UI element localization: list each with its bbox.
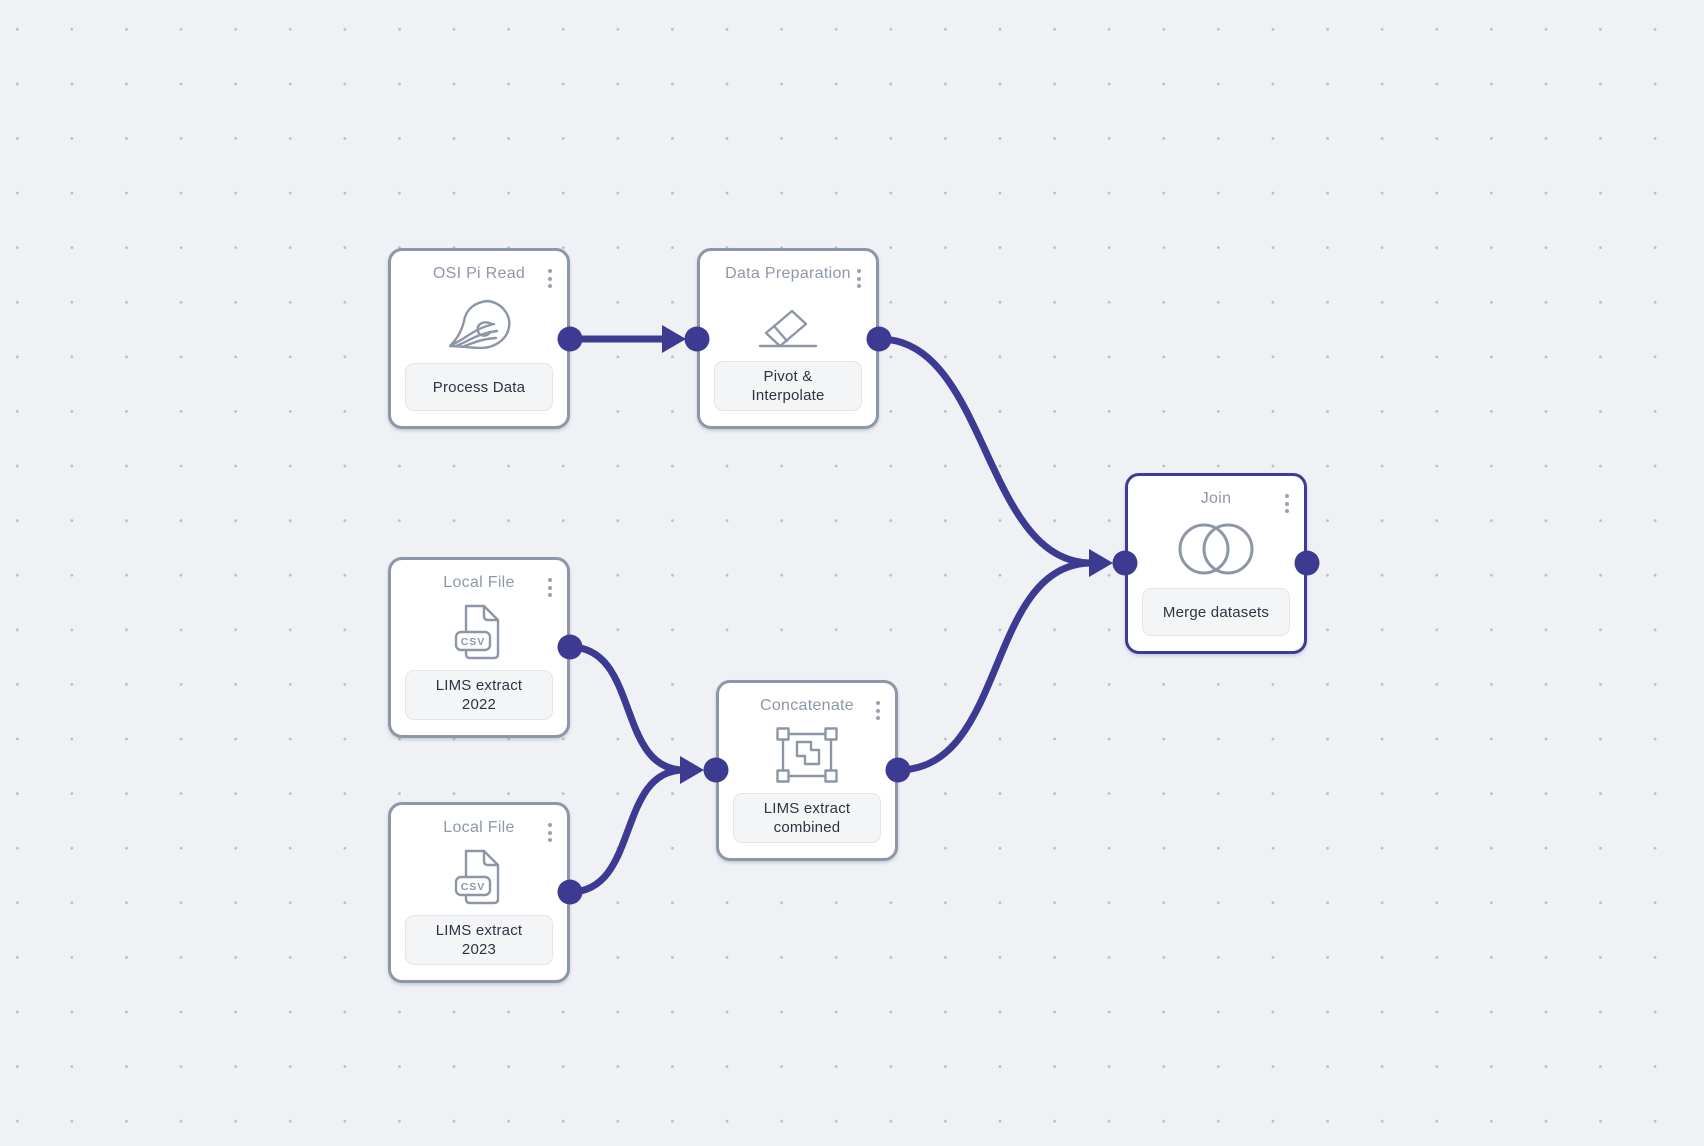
edge-pivot-interpolate-to-merge-datasets[interactable] xyxy=(878,335,1093,567)
edge-concatenate-to-merge-datasets[interactable] xyxy=(897,549,1113,774)
venn-join-icon xyxy=(1128,509,1304,588)
eraser-icon xyxy=(700,284,876,361)
edge-lims-2022-to-concatenate[interactable] xyxy=(569,643,685,774)
csv-file-icon: CSV xyxy=(391,593,567,670)
node-title: Local File xyxy=(443,574,515,591)
node-label: LIMS extract 2023 xyxy=(405,915,553,965)
node-title: Data Preparation xyxy=(725,265,851,282)
node-title: Local File xyxy=(443,819,515,836)
kebab-menu-icon[interactable] xyxy=(546,267,554,290)
node-join[interactable]: Join Merge datasets xyxy=(1125,473,1307,654)
kebab-menu-icon[interactable] xyxy=(546,821,554,844)
kebab-menu-icon[interactable] xyxy=(546,576,554,599)
node-label: Pivot & Interpolate xyxy=(714,361,862,411)
node-label: Process Data xyxy=(405,363,553,411)
node-title: OSI Pi Read xyxy=(432,265,526,282)
node-title: Join xyxy=(1200,490,1232,507)
node-osi-pi-read[interactable]: OSI Pi Read Process Data xyxy=(388,248,570,429)
kebab-menu-icon[interactable] xyxy=(855,267,863,290)
node-local-file-2022[interactable]: Local File CSV LIMS extract 2022 xyxy=(388,557,570,738)
arrowhead-icon xyxy=(662,325,686,353)
node-label: LIMS extract 2022 xyxy=(405,670,553,720)
kebab-menu-icon[interactable] xyxy=(874,699,882,722)
edge-process-data-to-pivot-interpolate[interactable] xyxy=(570,325,686,353)
kebab-menu-icon[interactable] xyxy=(1283,492,1291,515)
arrowhead-icon xyxy=(680,756,704,784)
concatenate-selection-icon xyxy=(719,716,895,793)
node-label: Merge datasets xyxy=(1142,588,1290,636)
csv-file-icon: CSV xyxy=(391,838,567,915)
node-local-file-2023[interactable]: Local File CSV LIMS extract 2023 xyxy=(388,802,570,983)
arrowhead-icon xyxy=(1089,549,1113,577)
edge-lims-2023-to-concatenate[interactable] xyxy=(569,756,704,896)
csv-badge-text: CSV xyxy=(461,881,486,893)
csv-badge-text: CSV xyxy=(461,636,486,648)
node-concatenate[interactable]: Concatenate LIMS extract combined xyxy=(716,680,898,861)
node-title: Concatenate xyxy=(759,697,855,714)
node-data-preparation[interactable]: Data Preparation Pivot & Interpolate xyxy=(697,248,879,429)
node-label: LIMS extract combined xyxy=(733,793,881,843)
osi-pi-swirl-icon xyxy=(391,284,567,363)
